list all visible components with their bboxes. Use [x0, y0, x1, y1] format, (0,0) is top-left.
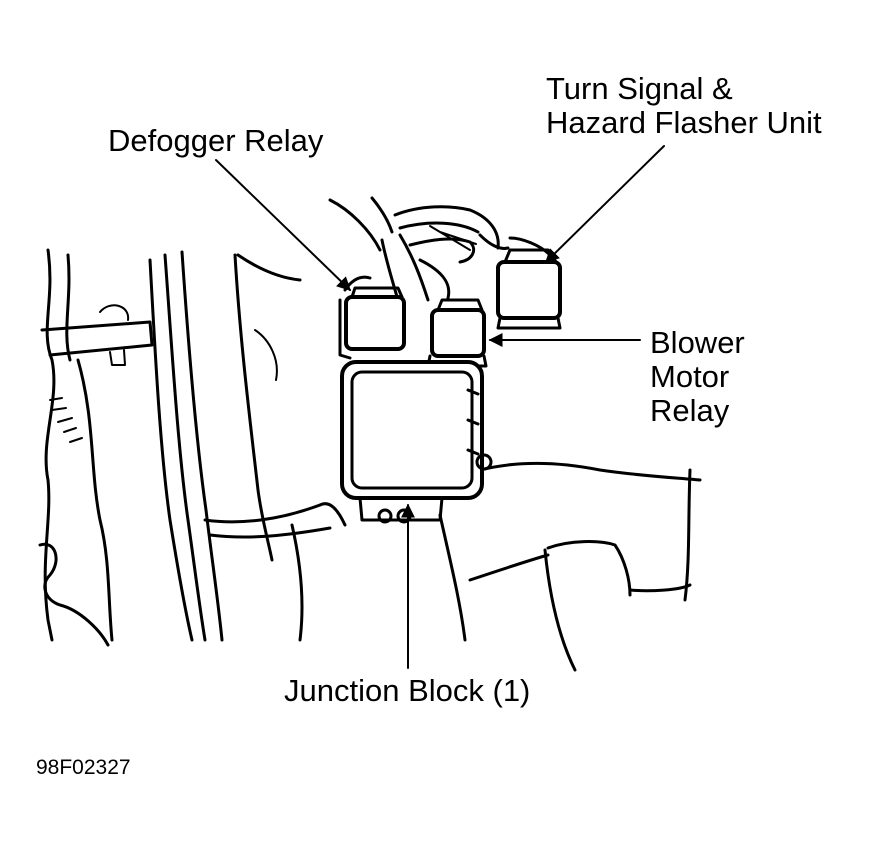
defogger-relay-shape: [338, 286, 406, 360]
defogger-relay-label: Defogger Relay: [108, 123, 324, 158]
blower-label-line2: Motor: [650, 359, 730, 394]
wiring-harness: [328, 196, 552, 302]
flasher-unit: [496, 248, 562, 330]
turn-signal-label: Turn Signal & Hazard Flasher Unit: [546, 72, 822, 140]
blower-label-line1: Blower: [650, 325, 745, 360]
turn-signal-label-line1: Turn Signal &: [546, 71, 733, 106]
vehicle-body-left: [38, 248, 154, 647]
blower-label-line3: Relay: [650, 393, 730, 428]
blower-motor-relay-shape: [426, 298, 488, 368]
floor-structure: [203, 461, 702, 672]
leader-lines: [215, 145, 665, 669]
figure-id: 98F02327: [36, 756, 131, 779]
pillar-lines: [148, 250, 302, 642]
junction-block-label: Junction Block (1): [284, 673, 531, 708]
turn-signal-label-line2: Hazard Flasher Unit: [546, 105, 822, 140]
junction-block-shape: [340, 360, 493, 524]
blower-motor-relay-label: Blower Motor Relay: [650, 326, 745, 428]
